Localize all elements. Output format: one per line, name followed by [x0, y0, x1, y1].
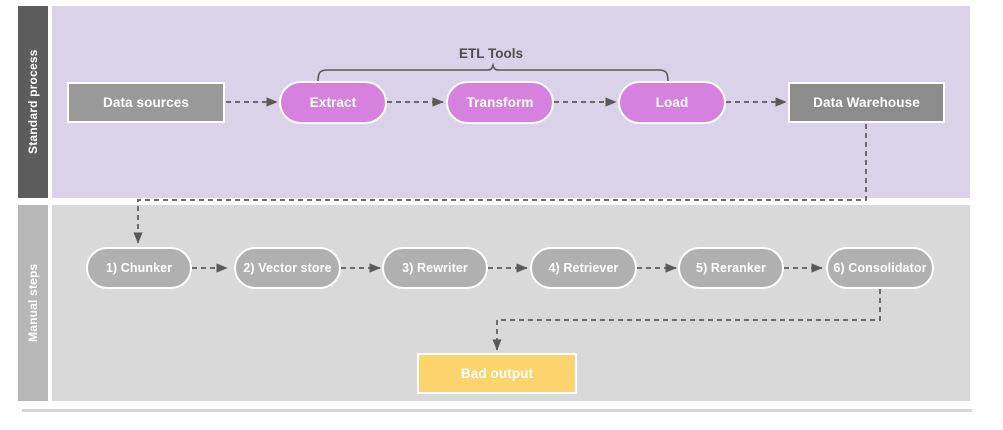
node-extract[interactable]: Extract — [279, 81, 387, 124]
node-label-rewriter: 3) Rewriter — [402, 260, 468, 275]
node-reranker[interactable]: 5) Reranker — [678, 247, 784, 289]
node-label-extract: Extract — [309, 94, 357, 110]
bottom-divider — [22, 409, 972, 412]
node-label-chunker: 1) Chunker — [105, 260, 173, 275]
node-label-bad-output: Bad output — [460, 365, 534, 381]
edge-consolidator-to-bad-output — [492, 289, 881, 351]
etl-tools-label: ETL Tools — [459, 46, 523, 61]
node-data-sources[interactable]: Data sources — [67, 82, 225, 123]
node-label-transform: Transform — [466, 94, 534, 110]
node-data-warehouse[interactable]: Data Warehouse — [788, 82, 945, 123]
node-chunker[interactable]: 1) Chunker — [86, 247, 192, 289]
node-label-retriever: 4) Retriever — [548, 260, 619, 275]
edge-data-warehouse-to-chunker — [133, 124, 867, 244]
node-vector-store[interactable]: 2) Vector store — [234, 247, 341, 289]
node-label-load: Load — [655, 94, 689, 110]
node-consolidator[interactable]: 6) Consolidator — [826, 247, 934, 289]
etl-tools-brace — [317, 62, 669, 83]
node-label-vector-store: 2) Vector store — [243, 260, 332, 275]
node-label-reranker: 5) Reranker — [696, 260, 766, 275]
node-transform[interactable]: Transform — [446, 81, 554, 124]
node-retriever[interactable]: 4) Retriever — [530, 247, 637, 289]
node-label-data-sources: Data sources — [103, 94, 189, 110]
node-label-data-warehouse: Data Warehouse — [813, 94, 920, 110]
node-label-consolidator: 6) Consolidator — [833, 260, 927, 275]
node-rewriter[interactable]: 3) Rewriter — [382, 247, 488, 289]
node-bad-output[interactable]: Bad output — [417, 353, 577, 394]
node-load[interactable]: Load — [618, 81, 726, 124]
